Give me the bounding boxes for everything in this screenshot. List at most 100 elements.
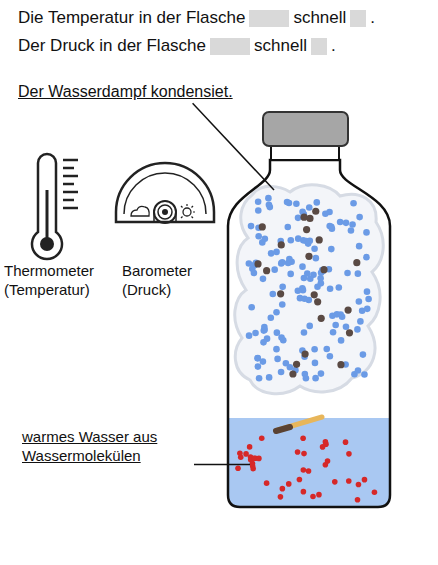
vapor-molecule — [266, 374, 273, 381]
water-molecule — [251, 456, 257, 462]
water-molecule — [256, 456, 262, 462]
smoke-particle — [320, 266, 327, 273]
smoke-particle — [300, 214, 307, 221]
vapor-molecule — [343, 324, 350, 331]
water-molecule — [306, 468, 312, 474]
vapor-molecule — [338, 337, 345, 344]
vapor-molecule — [361, 371, 368, 378]
vapor-molecule — [334, 311, 341, 318]
vapor-molecule — [249, 265, 256, 272]
vapor-molecule — [336, 284, 343, 291]
answer-blank — [249, 10, 289, 27]
vapor-molecule — [295, 288, 302, 295]
vapor-molecule — [274, 329, 281, 336]
water-molecule — [356, 482, 362, 488]
icon-caption: Thermometer (Temperatur) — [4, 262, 116, 300]
icon-caption: Barometer (Druck) — [122, 262, 212, 300]
water-molecule — [346, 451, 352, 457]
vapor-molecule — [306, 323, 313, 330]
smoke-particle — [263, 267, 270, 274]
vapor-molecule — [246, 332, 253, 339]
vapor-molecule — [311, 245, 318, 252]
smoke-particle — [345, 307, 352, 314]
vapor-molecule — [318, 280, 325, 287]
water-molecule — [343, 439, 349, 445]
vapor-molecule — [313, 199, 320, 206]
vapor-molecule — [287, 237, 294, 244]
vapor-molecule — [262, 235, 269, 242]
vapor-molecule — [360, 351, 367, 358]
vapor-molecule — [271, 266, 278, 273]
vapor-molecule — [278, 369, 285, 376]
vapor-molecule — [355, 367, 362, 374]
vapor-molecule — [329, 225, 336, 232]
water-molecule — [320, 444, 326, 450]
water-molecule — [316, 492, 322, 498]
smoke-particle — [318, 315, 325, 322]
vapor-molecule — [252, 330, 259, 337]
vapor-molecule — [318, 370, 325, 377]
vapor-molecule — [284, 224, 291, 231]
vapor-molecule — [337, 219, 344, 226]
vapor-molecule — [286, 200, 293, 207]
water-molecule — [235, 465, 241, 471]
smoke-particle — [278, 241, 285, 248]
smoke-particle — [259, 223, 266, 230]
vapor-molecule — [343, 220, 350, 227]
vapor-molecule — [255, 363, 262, 370]
leader-line — [194, 464, 250, 466]
smoke-particle — [254, 260, 261, 267]
water-molecule — [300, 435, 306, 441]
vapor-molecule — [349, 221, 356, 228]
vapor-molecule — [301, 329, 308, 336]
vapor-molecule — [260, 339, 267, 346]
water-molecule — [301, 467, 307, 473]
vapor-molecule — [311, 346, 318, 353]
vapor-molecule — [293, 201, 300, 208]
vapor-molecule — [270, 291, 277, 298]
water-molecule — [243, 451, 249, 457]
smoke-particle — [311, 291, 318, 298]
water — [220, 418, 400, 513]
vapor-molecule — [295, 235, 302, 242]
sentence-part: . — [370, 8, 375, 28]
match — [276, 417, 322, 431]
water-molecule — [372, 489, 378, 495]
smoke-particle — [346, 329, 353, 336]
vapor-molecule — [255, 199, 262, 206]
vapor-molecule — [356, 298, 363, 305]
vapor-molecule — [363, 229, 370, 236]
answer-blank — [311, 38, 327, 55]
vapor-molecule — [260, 276, 267, 283]
water-molecule — [237, 450, 243, 456]
sentence-part: Der Druck in der Flasche — [18, 36, 206, 56]
water-molecule — [295, 449, 301, 455]
smoke-particle — [312, 208, 319, 215]
sentence-part: schnell — [293, 8, 346, 28]
smoke-particle — [316, 236, 323, 243]
vapor-molecule — [323, 346, 330, 353]
water-molecule — [332, 479, 338, 485]
water-molecule — [301, 451, 307, 457]
vapor-molecule — [327, 353, 334, 360]
vapor-molecule — [274, 356, 281, 363]
sentence-part: . — [331, 36, 336, 56]
water-molecule — [247, 444, 253, 450]
vapor-molecule — [354, 326, 361, 333]
water-molecule — [355, 497, 361, 503]
answer-blank — [210, 38, 250, 55]
vapor-molecule — [266, 202, 273, 209]
water-molecule — [259, 435, 265, 441]
vapor-molecule — [248, 223, 255, 230]
vapor-molecule — [330, 329, 337, 336]
bottle — [220, 112, 400, 513]
water-molecule — [286, 481, 292, 487]
callout-label: warmes Wasser aus Wassermolekülen — [22, 428, 202, 466]
vapor-molecule — [322, 210, 329, 217]
vapor-molecule — [273, 309, 280, 316]
vapor-molecule — [313, 255, 320, 262]
thermometer-icon — [32, 154, 78, 259]
vapor-molecule — [268, 314, 275, 321]
vapor-molecule — [305, 240, 312, 247]
leader-line — [193, 103, 274, 190]
